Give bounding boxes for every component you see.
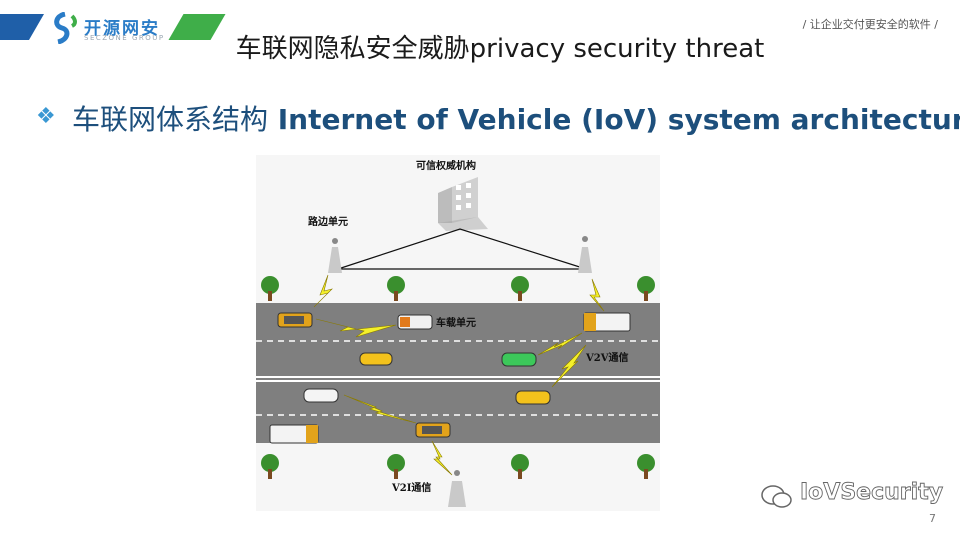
wechat-icon <box>761 485 792 508</box>
slide-title: 车联网隐私安全威胁privacy security threat <box>235 34 765 64</box>
company-logo-icon <box>54 12 77 44</box>
authority-building-icon <box>438 177 488 231</box>
company-logo-name: 开源网安 <box>84 19 160 39</box>
vehicle-truck-left-icon <box>269 424 319 444</box>
vehicle-truck-right-icon <box>583 312 631 332</box>
vehicle-taxi-1-icon <box>359 352 393 366</box>
v2i-label: V2I通信 <box>391 481 431 494</box>
iov-architecture-diagram: 可信权威机构 路边单元 <box>256 155 660 511</box>
page-number: 7 <box>929 512 936 525</box>
watermark-text: IoVSecurity <box>800 480 944 506</box>
rsu-tower-bottom-icon <box>448 470 466 507</box>
rsu-tower-left-icon <box>328 238 342 273</box>
vehicle-taxi-2-icon <box>515 390 551 405</box>
vehicle-obu-3-icon <box>415 422 451 438</box>
vehicle-obu-2-icon <box>397 314 433 330</box>
vehicle-white-car-icon <box>303 388 339 403</box>
authority-label: 可信权威机构 <box>416 159 476 172</box>
header-accent-blue <box>0 14 45 40</box>
section-heading-cn: 车联网体系结构 <box>72 103 269 136</box>
v2v-label: V2V通信 <box>585 351 628 364</box>
section-heading-en: Internet of Vehicle (IoV) system archite… <box>277 103 960 136</box>
tree-icon <box>261 276 655 479</box>
company-logo-subtitle: SECZONE GROUP <box>84 34 165 42</box>
obu-label: 车载单元 <box>436 316 476 329</box>
vehicle-green-car-icon <box>501 352 537 367</box>
vehicle-obu-1-icon <box>277 312 313 328</box>
rsu-tower-right-icon <box>578 236 592 273</box>
rsu-label: 路边单元 <box>308 215 348 228</box>
section-heading: 车联网体系结构 Internet of Vehicle (IoV) system… <box>72 98 960 138</box>
bullet-icon: ❖ <box>36 104 56 129</box>
company-slogan: / 让企业交付更安全的软件 / <box>802 18 938 31</box>
lightning-bolt-icon <box>313 274 605 476</box>
